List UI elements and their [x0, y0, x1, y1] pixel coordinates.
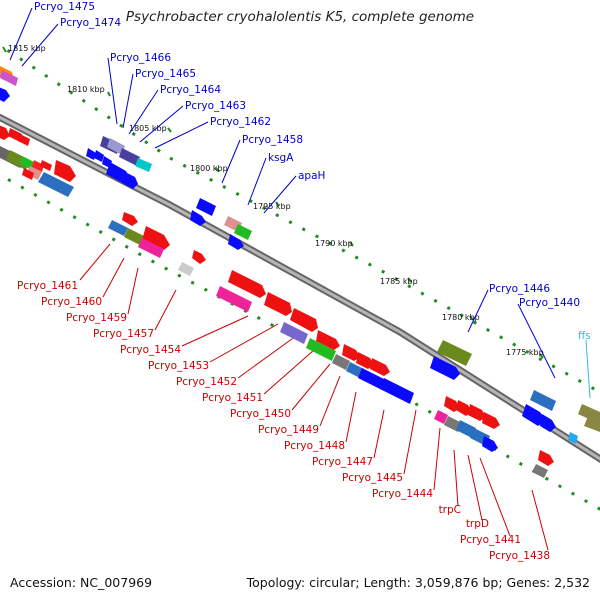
gene-label: ksgA	[268, 152, 294, 164]
outer-dotted-track	[0, 43, 600, 394]
gene-label: Pcryo_1452	[176, 376, 237, 388]
tick-label: 1810 kbp	[67, 85, 105, 94]
gene-label: Pcryo_1449	[258, 424, 319, 436]
kbp-ticks: 1815 kbp 1810 kbp 1805 kbp 1800 kbp 1795…	[2, 44, 544, 359]
gene-label: trpC	[439, 504, 461, 516]
gene-label: ffs	[578, 330, 591, 342]
gene-label: Pcryo_1475	[34, 1, 95, 13]
gene-label: Pcryo_1464	[160, 84, 221, 96]
accession-text: Accession: NC_007969	[10, 575, 153, 590]
tick-label: 1800 kbp	[190, 164, 228, 173]
forward-strand-genes	[0, 66, 600, 444]
rna-gene-labels: ffs	[578, 330, 591, 342]
gene-label: Pcryo_1438	[489, 550, 550, 562]
tick-label: 1780 kbp	[442, 313, 480, 322]
gene-label: Pcryo_1458	[242, 134, 303, 146]
genome-summary-text: Topology: circular; Length: 3,059,876 bp…	[246, 575, 590, 590]
gene-label: Pcryo_1441	[460, 534, 521, 546]
gene-label: Pcryo_1463	[185, 100, 246, 112]
gene-label: Pcryo_1461	[17, 280, 78, 292]
gene-label: Pcryo_1444	[372, 488, 433, 500]
gene-label: Pcryo_1457	[93, 328, 154, 340]
gene-label: Pcryo_1454	[120, 344, 181, 356]
tick-label: 1790 kbp	[315, 239, 353, 248]
gene-label: Pcryo_1447	[312, 456, 373, 468]
gene-label: Pcryo_1450	[230, 408, 291, 420]
gene-label: Pcryo_1445	[342, 472, 403, 484]
map-title: Psychrobacter cryohalolentis K5, complet…	[125, 9, 475, 25]
reverse-callout-lines	[79, 243, 549, 551]
gene-label: Pcryo_1453	[148, 360, 209, 372]
gene-label: apaH	[298, 170, 325, 182]
gene-label: Pcryo_1460	[41, 296, 102, 308]
tick-label: 1775 kbp	[506, 348, 544, 357]
gene-label: Pcryo_1451	[202, 392, 263, 404]
gene-label: Pcryo_1462	[210, 116, 271, 128]
gene-label: Pcryo_1446	[489, 283, 550, 295]
gene-label: trpD	[466, 518, 489, 530]
tick-label: 1785 kbp	[380, 277, 418, 286]
gene-label: Pcryo_1465	[135, 68, 196, 80]
gene-label: Pcryo_1474	[60, 17, 121, 29]
gene-label: Pcryo_1459	[66, 312, 127, 324]
reverse-gene-labels: Pcryo_1461 Pcryo_1460 Pcryo_1459 Pcryo_1…	[17, 280, 550, 562]
tick-label: 1815 kbp	[8, 44, 46, 53]
gene-label: Pcryo_1448	[284, 440, 345, 452]
gene-label: Pcryo_1466	[110, 52, 171, 64]
forward-callout-lines	[9, 7, 556, 379]
tick-label: 1805 kbp	[129, 124, 167, 133]
reverse-strand-genes	[0, 125, 554, 478]
tick-label: 1795 kbp	[253, 202, 291, 211]
rna-callout-line	[585, 339, 591, 399]
gene-label: Pcryo_1440	[519, 297, 580, 309]
forward-gene-labels: Pcryo_1475 Pcryo_1474 Pcryo_1466 Pcryo_1…	[34, 1, 580, 309]
